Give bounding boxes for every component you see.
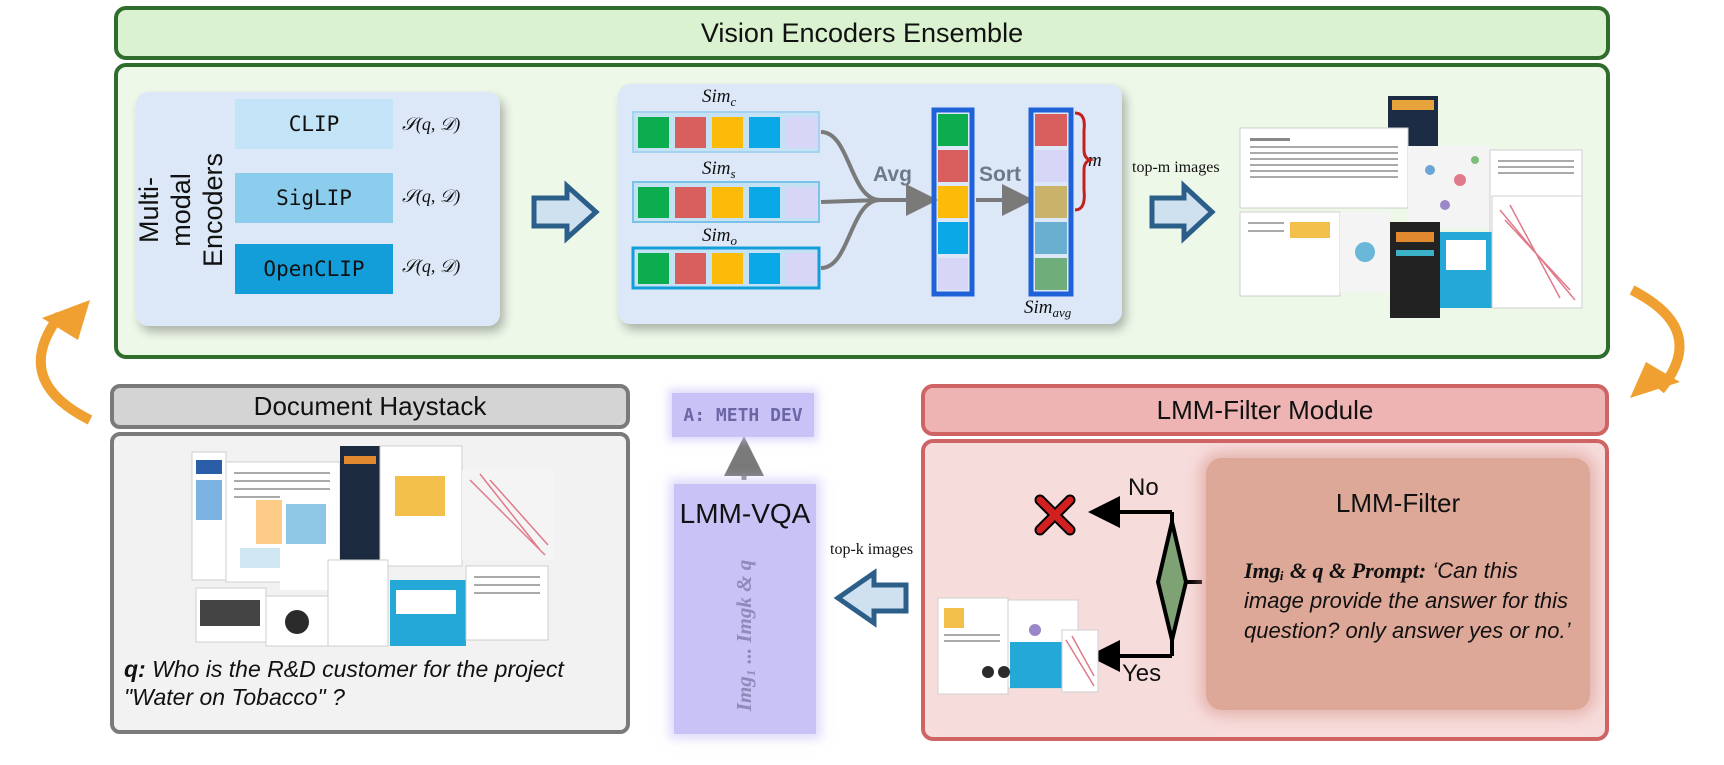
sim-avg-label: Simavg: [1024, 297, 1072, 320]
decision-diamond: [1088, 496, 1202, 672]
avg-column: [931, 107, 975, 297]
lmm-vqa-box: [674, 484, 816, 734]
question-body: Who is the R&D customer for the project …: [124, 656, 564, 710]
sim-o-row: [631, 246, 821, 290]
prompt-prefix: Imgᵢ & q & Prompt:: [1244, 558, 1427, 583]
m-label: m: [1088, 150, 1102, 171]
reject-cross-icon: [1034, 494, 1076, 536]
sort-label: Sort: [979, 163, 1021, 186]
answer-box: A: METH DEV: [672, 393, 814, 437]
encoder-to-sim-arrow: [531, 180, 600, 244]
yes-label: Yes: [1122, 660, 1162, 687]
openclip-score: 𝒮(q, 𝒟): [402, 256, 461, 276]
top-m-images: [1239, 96, 1583, 318]
clip-encoder: CLIP: [235, 99, 393, 149]
lmm-filter-module-title: LMM-Filter Module: [921, 384, 1609, 436]
lmm-filter-card: [1206, 458, 1590, 710]
sim-c-label: Simc: [702, 86, 737, 109]
clip-score: 𝒮(q, 𝒟): [402, 114, 461, 134]
no-label: No: [1128, 474, 1159, 501]
vision-encoders-title: Vision Encoders Ensemble: [114, 6, 1610, 60]
sim-s-label: Sims: [702, 158, 736, 181]
openclip-encoder: OpenCLIP: [235, 244, 393, 294]
filter-to-vqa-arrow: [833, 568, 909, 628]
sim-to-images-arrow: [1149, 180, 1216, 244]
orange-loop-right: [1629, 285, 1685, 398]
question-text: q: Who is the R&D customer for the proje…: [124, 655, 624, 711]
sim-c-row: [632, 111, 820, 153]
top-k-caption: top-k images: [830, 541, 914, 558]
question-prefix: q:: [124, 656, 146, 682]
top-m-caption: top-m images: [1132, 159, 1220, 176]
document-haystack-title: Document Haystack: [110, 384, 630, 429]
orange-loop-left: [35, 300, 93, 425]
lmm-vqa-inputs-text: Img₁ ... Imgk & q: [732, 559, 757, 711]
sim-s-row: [632, 181, 820, 223]
lmm-vqa-title: LMM-VQA: [679, 498, 811, 529]
sorted-column: [1028, 107, 1074, 297]
lmm-filter-prompt: Imgᵢ & q & Prompt: ‘Can this image provi…: [1244, 556, 1574, 646]
lmm-filter-card-title: LMM-Filter: [1335, 488, 1461, 518]
siglip-score: 𝒮(q, 𝒟): [402, 186, 461, 206]
siglip-encoder: SigLIP: [235, 173, 393, 223]
filtered-images: [937, 597, 1099, 695]
haystack-images: [191, 445, 554, 647]
lmm-vqa-inputs: Img₁ ... Imgk & q: [674, 540, 816, 730]
prompt-body: ‘Can this image provide the answer for t…: [1244, 558, 1571, 643]
avg-label: Avg: [873, 163, 912, 186]
sim-o-label: Simo: [702, 225, 737, 248]
